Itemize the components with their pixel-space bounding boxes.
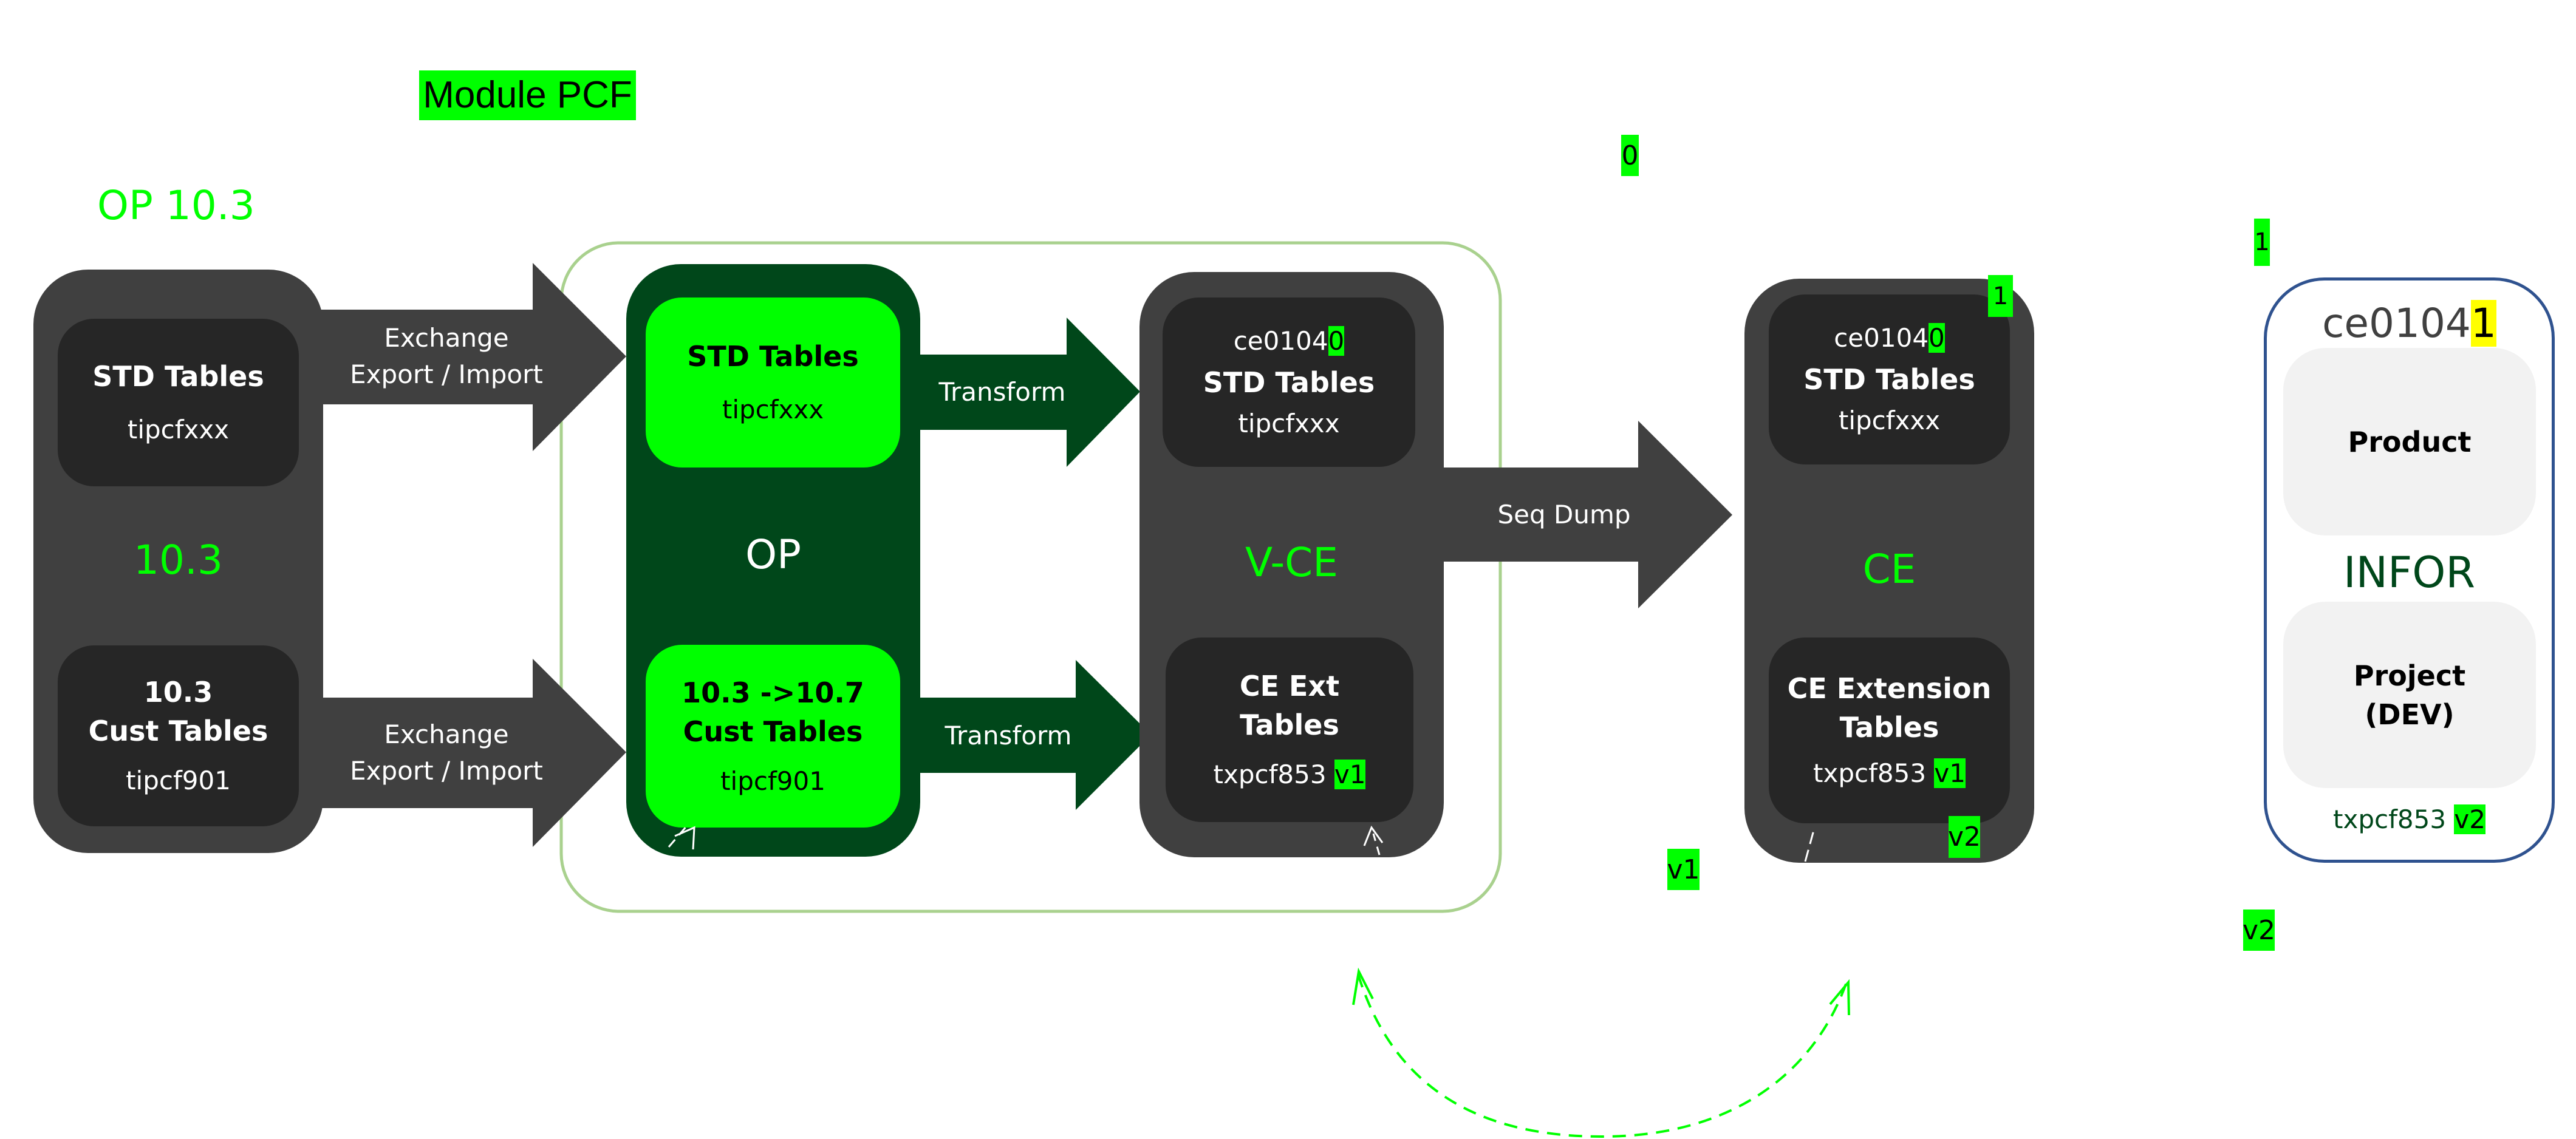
vce-company-prefix: ce0104 (1233, 325, 1328, 356)
infor-company: ce01041 (2267, 300, 2552, 347)
sync-arrowhead-right (1829, 979, 1850, 1016)
vce-ext-table: txpcf853 (1213, 760, 1327, 789)
op103-std-title: STD Tables (92, 360, 264, 393)
vce-ext-tables-box[interactable]: CE Ext Tables txpcf853 v1 (1166, 638, 1413, 822)
op-std-tables-box[interactable]: STD Tables tipcfxxx (646, 298, 900, 467)
op103-cust-title-1: 10.3 (143, 676, 213, 709)
sync-dashed-curve (1357, 974, 1848, 1138)
op-cust-title-1: 10.3 ->10.7 (682, 676, 864, 709)
ce-std-tables-box[interactable]: ce01040 STD Tables tipcfxxx (1769, 294, 2010, 464)
ce-center-label: CE (1862, 546, 1916, 593)
vce-panel: ce01040 STD Tables tipcfxxx V-CE CE Ext … (1139, 272, 1444, 857)
exchange-top-label: Exchange Export / Import (340, 320, 553, 393)
op103-cust-tables-box[interactable]: 10.3 Cust Tables tipcf901 (58, 645, 299, 826)
vce-std-tables-box[interactable]: ce01040 STD Tables tipcfxxx (1163, 298, 1415, 467)
infor-company-suffix: 1 (2470, 300, 2496, 347)
ce-ext-tables-box[interactable]: CE Extension Tables txpcf853 v1 (1769, 638, 2010, 823)
vce-ext-table-line: txpcf853 v1 (1214, 756, 1366, 793)
op103-heading: OP 10.3 (97, 182, 255, 229)
op103-panel: STD Tables tipcfxxx 10.3 10.3 Cust Table… (33, 270, 323, 853)
vce-company-suffix: 0 (1328, 325, 1345, 356)
ce-ext-version: v1 (1934, 758, 1966, 788)
infor-table: txpcf853 (2333, 804, 2447, 834)
vce-company: ce01040 (1234, 323, 1345, 359)
op-std-title: STD Tables (687, 340, 859, 373)
op103-cust-title-2: Cust Tables (88, 715, 268, 747)
transform-bottom-arrow (911, 660, 1151, 810)
ce-std-table: tipcfxxx (1838, 406, 1941, 435)
ce-company-prefix: ce0104 (1834, 323, 1929, 353)
floating-badge-0: 0 (1621, 135, 1639, 176)
op103-std-table: tipcfxxx (127, 415, 230, 444)
ce-company-suffix: 0 (1929, 323, 1945, 353)
infor-product-label: Product (2348, 425, 2472, 458)
sync-arrowhead-left (1352, 967, 1374, 1005)
infor-version: v2 (2454, 804, 2485, 834)
module-title: Module PCF (419, 70, 636, 120)
ce-std-title: STD Tables (1803, 363, 1975, 396)
vce-corner-dashed-arrow (1363, 825, 1384, 855)
ce-ext-version-below: v2 (1948, 816, 1981, 858)
ce-corner-badge: 1 (1988, 275, 2013, 317)
exchange-top-arrow (316, 263, 626, 451)
seq-dump-label: Seq Dump (1497, 500, 1631, 529)
infor-project-line1: Project (2353, 659, 2466, 692)
ce-corner-dashed-line (1804, 828, 1816, 862)
exchange-bottom-label: Exchange Export / Import (340, 716, 553, 789)
infor-center-label: INFOR (2343, 548, 2475, 597)
op-corner-dashed-arrow (668, 825, 695, 850)
exchange-top-line2: Export / Import (350, 359, 543, 389)
vce-center-label: V-CE (1245, 539, 1338, 586)
infor-project-line2: (DEV) (2365, 698, 2455, 731)
seq-dump-arrow (1440, 421, 1732, 608)
transform-top-arrow (911, 318, 1140, 467)
op-cust-table: tipcf901 (720, 766, 825, 796)
floating-badge-1: 1 (2254, 219, 2270, 266)
infor-product-box[interactable]: Product (2283, 348, 2536, 536)
op-vce-group-outline (559, 241, 1502, 913)
op103-cust-table: tipcf901 (126, 766, 231, 795)
exchange-bottom-line2: Export / Import (350, 756, 543, 786)
ce-panel: ce01040 STD Tables tipcfxxx CE CE Extens… (1744, 275, 2034, 863)
floating-badge-v2: v2 (2243, 909, 2275, 951)
ce-ext-title-2: Tables (1839, 711, 1939, 744)
op103-std-tables-box[interactable]: STD Tables tipcfxxx (58, 319, 299, 486)
vce-ext-title-1: CE Ext (1239, 670, 1340, 702)
floating-badge-v1: v1 (1667, 849, 1700, 890)
exchange-bottom-line1: Exchange (384, 719, 509, 749)
op-cust-tables-box[interactable]: 10.3 ->10.7 Cust Tables tipcf901 (646, 645, 900, 828)
ce-company: ce01040 (1834, 320, 1945, 356)
op-cust-title-2: Cust Tables (683, 715, 863, 748)
ce-ext-table-line: txpcf853 v1 (1813, 755, 1966, 792)
infor-project-box[interactable]: Project (DEV) (2283, 602, 2536, 788)
ce-ext-table: txpcf853 (1813, 758, 1927, 788)
transform-top-label: Transform (938, 377, 1066, 407)
op-center-label: OP (745, 531, 801, 578)
vce-ext-version: v1 (1334, 760, 1366, 789)
infor-panel: ce01041 Product INFOR Project (DEV) txpc… (2264, 277, 2555, 863)
infor-company-prefix: ce0104 (2322, 300, 2471, 347)
op-panel: STD Tables tipcfxxx OP 10.3 ->10.7 Cust … (626, 264, 920, 857)
ce-ext-title-1: CE Extension (1787, 672, 1992, 705)
vce-std-table: tipcfxxx (1238, 408, 1340, 438)
exchange-top-line1: Exchange (384, 323, 509, 353)
vce-ext-title-2: Tables (1240, 709, 1339, 741)
transform-bottom-label: Transform (945, 721, 1072, 750)
op103-center-label: 10.3 (134, 537, 223, 583)
vce-std-title: STD Tables (1203, 365, 1375, 399)
op-std-table: tipcfxxx (722, 395, 824, 424)
exchange-bottom-arrow (316, 659, 626, 847)
infor-table-line: txpcf853 v2 (2267, 801, 2552, 838)
